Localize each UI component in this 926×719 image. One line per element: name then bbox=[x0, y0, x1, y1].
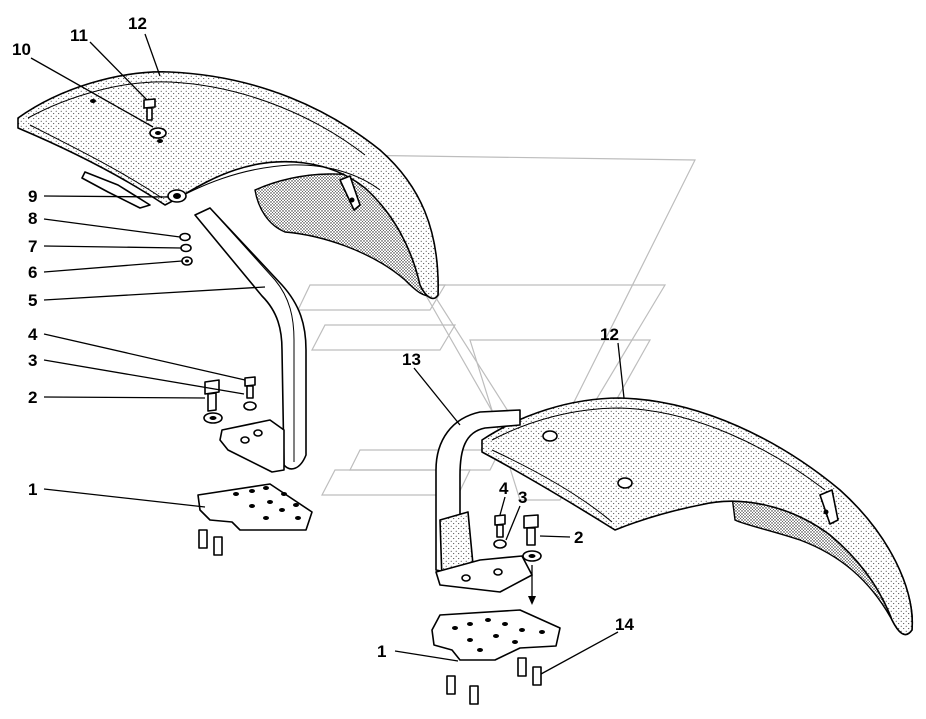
callout-11: 11 bbox=[70, 26, 88, 45]
callout-9: 9 bbox=[28, 187, 37, 206]
callout-1-right: 1 bbox=[377, 642, 386, 661]
left-base-bracket bbox=[219, 419, 285, 473]
left-bolt-11 bbox=[143, 98, 156, 121]
callout-3-right: 3 bbox=[518, 488, 527, 507]
leader-lines bbox=[30, 33, 625, 675]
callout-5: 5 bbox=[28, 291, 37, 310]
callout-14: 14 bbox=[615, 615, 634, 634]
left-bolt-2 bbox=[204, 379, 220, 412]
left-mount-plate bbox=[197, 483, 313, 531]
callout-12-right: 12 bbox=[600, 325, 619, 344]
left-fender-assembly bbox=[17, 71, 439, 556]
left-fender bbox=[17, 71, 439, 300]
callout-6: 6 bbox=[28, 263, 37, 282]
callout-10: 10 bbox=[12, 40, 31, 59]
callout-2-right: 2 bbox=[574, 528, 583, 547]
callout-13: 13 bbox=[402, 350, 421, 369]
right-bolt-2 bbox=[523, 514, 539, 546]
left-support-arm bbox=[194, 207, 307, 470]
callout-3-left: 3 bbox=[28, 351, 37, 370]
callout-7: 7 bbox=[28, 237, 37, 256]
right-fender bbox=[481, 397, 913, 636]
callout-1-left: 1 bbox=[28, 480, 37, 499]
right-fender-assembly bbox=[431, 397, 914, 705]
left-bolt-4 bbox=[244, 376, 256, 399]
callout-2-left: 2 bbox=[28, 388, 37, 407]
callout-4-right: 4 bbox=[499, 479, 509, 498]
callout-labels: 10 11 12 9 8 7 6 5 4 3 2 1 13 12 4 3 2 1… bbox=[12, 14, 634, 661]
callout-12-left: 12 bbox=[128, 14, 147, 33]
right-bolt-4 bbox=[494, 514, 506, 538]
callout-8: 8 bbox=[28, 209, 37, 228]
callout-4-left: 4 bbox=[28, 325, 38, 344]
